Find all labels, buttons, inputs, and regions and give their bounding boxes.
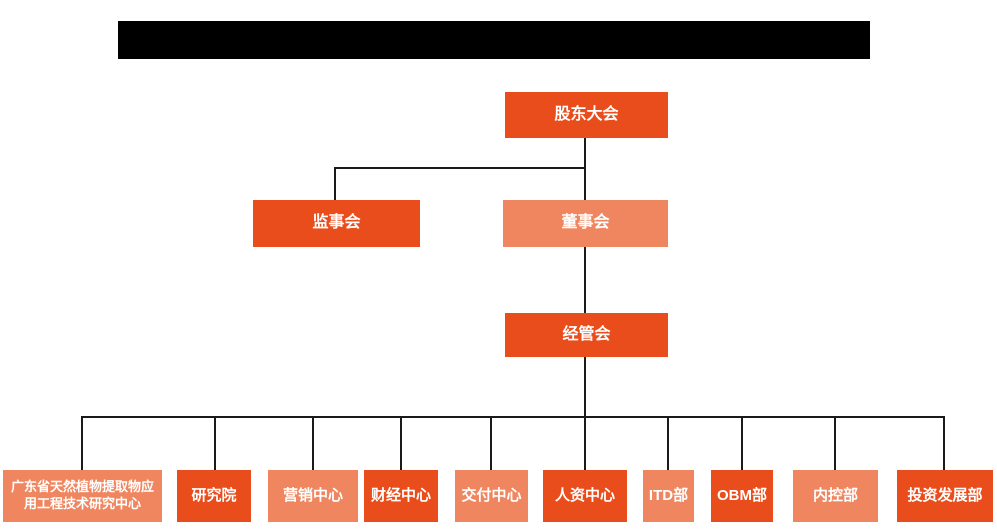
connector-drop-dept-9	[943, 416, 945, 470]
node-dept-marketing-center: 营销中心	[268, 470, 358, 522]
connector-drop-dept-2	[312, 416, 314, 470]
connector-drop-dept-5	[584, 416, 586, 470]
connector-drop-dept-3	[400, 416, 402, 470]
node-shareholders-meeting: 股东大会	[505, 92, 668, 138]
connector-drop-dept-7	[741, 416, 743, 470]
node-dept-finance-center: 财经中心	[364, 470, 438, 522]
node-management-committee: 经管会	[505, 313, 668, 357]
redacted-title-bar	[118, 21, 870, 59]
connector-to-supervisory	[334, 167, 336, 200]
node-dept-investment-development: 投资发展部	[897, 470, 993, 522]
connector-root-down	[584, 138, 586, 168]
node-dept-research-institute: 研究院	[177, 470, 251, 522]
node-dept-research-center: 广东省天然植物提取物应用工程技术研究中心	[3, 470, 162, 522]
node-supervisory-board: 监事会	[253, 200, 420, 247]
connector-drop-dept-0	[81, 416, 83, 470]
connector-drop-dept-6	[667, 416, 669, 470]
connector-drop-dept-4	[490, 416, 492, 470]
node-dept-obm: OBM部	[711, 470, 773, 522]
node-board-of-directors: 董事会	[503, 200, 668, 247]
connector-drop-dept-1	[214, 416, 216, 470]
node-dept-hr-center: 人资中心	[543, 470, 627, 522]
connector-management-down	[584, 357, 586, 417]
connector-departments-trunk	[81, 416, 945, 418]
connector-board-to-management	[584, 247, 586, 313]
node-dept-itd: ITD部	[643, 470, 694, 522]
connector-to-board	[584, 167, 586, 200]
connector-level2-horizontal	[334, 167, 586, 169]
connector-drop-dept-8	[834, 416, 836, 470]
node-dept-delivery-center: 交付中心	[455, 470, 528, 522]
node-dept-internal-control: 内控部	[793, 470, 878, 522]
